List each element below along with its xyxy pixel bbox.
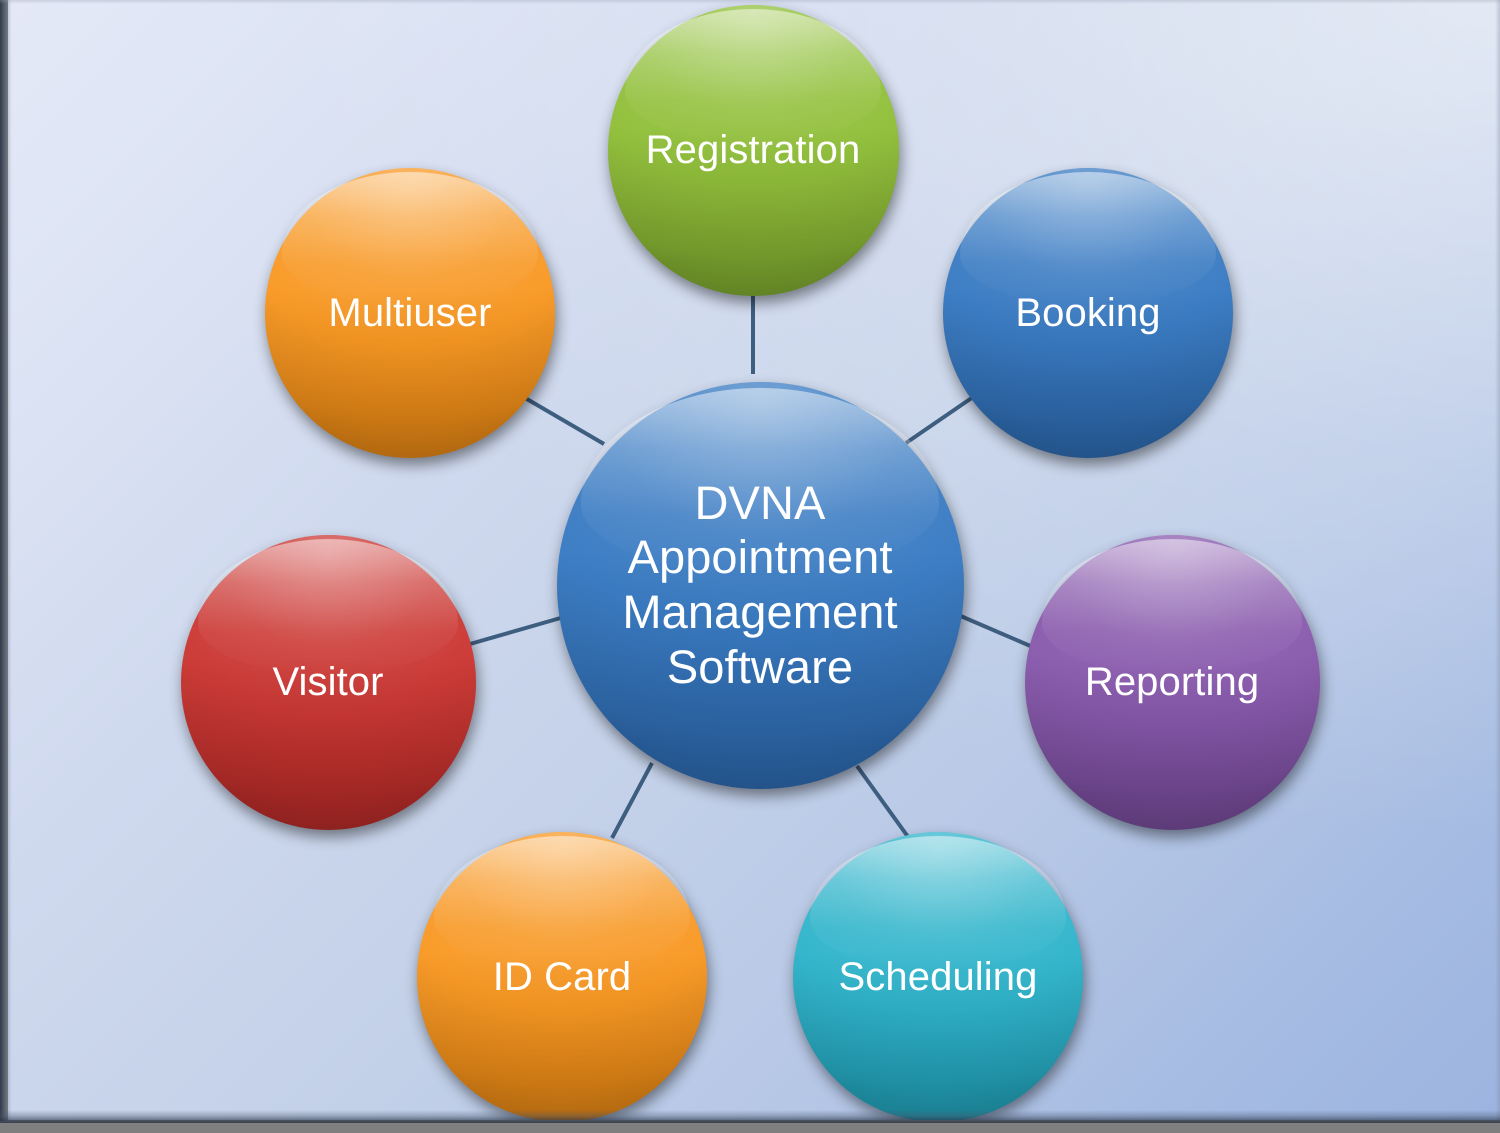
node-center-label: DVNA Appointment Management Software [622, 476, 897, 694]
node-center-label-line-3: Management [622, 585, 898, 638]
node-center-label-line-1: DVNA [694, 475, 826, 529]
slide-edge-top [0, 0, 1500, 4]
node-center-label-line-2: Appointment [627, 530, 893, 584]
slide-outer-frame-bottom [0, 1121, 1500, 1133]
slide-edge-right [1495, 0, 1500, 1121]
connector-center-visitor [469, 615, 565, 646]
slide-edge-left [0, 0, 12, 1121]
node-visitor-label: Visitor [272, 659, 384, 704]
node-booking-label: Booking [1015, 290, 1161, 335]
node-visitor[interactable]: Visitor [180, 534, 476, 830]
node-center-hub[interactable]: DVNA Appointment Management Software [556, 381, 964, 789]
node-center-label-line-4: Software [666, 639, 854, 693]
slide-edge-bottom [0, 1110, 1500, 1123]
connector-center-reporting [955, 612, 1036, 650]
node-registration[interactable]: Registration [607, 4, 899, 296]
node-id-card[interactable]: ID Card [417, 832, 707, 1120]
node-booking[interactable]: Booking [943, 168, 1233, 458]
node-multiuser[interactable]: Multiuser [265, 168, 555, 458]
node-scheduling[interactable]: Scheduling [793, 832, 1083, 1120]
connector-center-scheduling [855, 764, 913, 843]
diagram-background: Registration Booking Reporting Schedulin… [8, 0, 1500, 1120]
node-reporting-label: Reporting [1084, 659, 1260, 704]
node-reporting[interactable]: Reporting [1024, 534, 1320, 830]
node-registration-label: Registration [645, 127, 861, 172]
connector-center-multiuser [518, 393, 606, 446]
node-multiuser-label: Multiuser [328, 290, 492, 335]
node-id-card-label: ID Card [492, 954, 632, 999]
connector-center-idcard [610, 762, 654, 839]
node-scheduling-label: Scheduling [838, 954, 1038, 999]
